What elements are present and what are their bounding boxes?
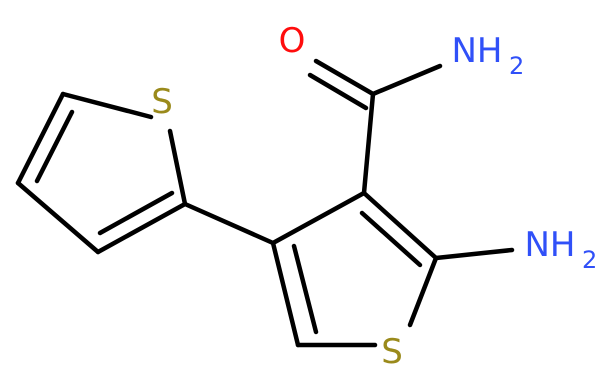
bond-c2-c3-double (34, 109, 75, 184)
bond-c4-c5-double (97, 190, 175, 236)
amide-nitrogen: NH (452, 31, 503, 71)
bond-ccarbonyl-o-double (307, 72, 369, 111)
bond-ccarbonyl-n (370, 63, 443, 97)
bond-c3prime-c2prime-double (359, 210, 423, 268)
amino-nitrogen: NH (525, 225, 576, 265)
bond-c4prime-c3prime (270, 190, 367, 246)
amide-nitrogen-subscript: 2 (509, 52, 524, 80)
bond-ccarbonyl-o (313, 58, 376, 97)
bond-c5prime-c4prime-double (291, 243, 319, 335)
bond-c3prime-c2prime (361, 190, 439, 261)
bond-c2-c3 (15, 91, 66, 186)
bond-c3-c4 (15, 180, 101, 255)
bond-c4-c5 (95, 201, 188, 255)
bond-c3prime-ccarbonyl (361, 91, 376, 196)
bond-c2prime-namino (433, 247, 515, 261)
bond-c5prime-c4prime (270, 240, 301, 348)
sulfur-atom-right: S (381, 332, 403, 372)
bond-c5-s1 (167, 128, 188, 207)
sulfur-atom-left: S (151, 82, 173, 122)
bond-c2prime-s2 (407, 255, 439, 328)
oxygen-atom: O (279, 21, 306, 61)
amino-nitrogen-subscript: 2 (582, 246, 597, 274)
bond-c5-c4prime (182, 201, 276, 246)
bond-s1-c2 (60, 91, 154, 120)
